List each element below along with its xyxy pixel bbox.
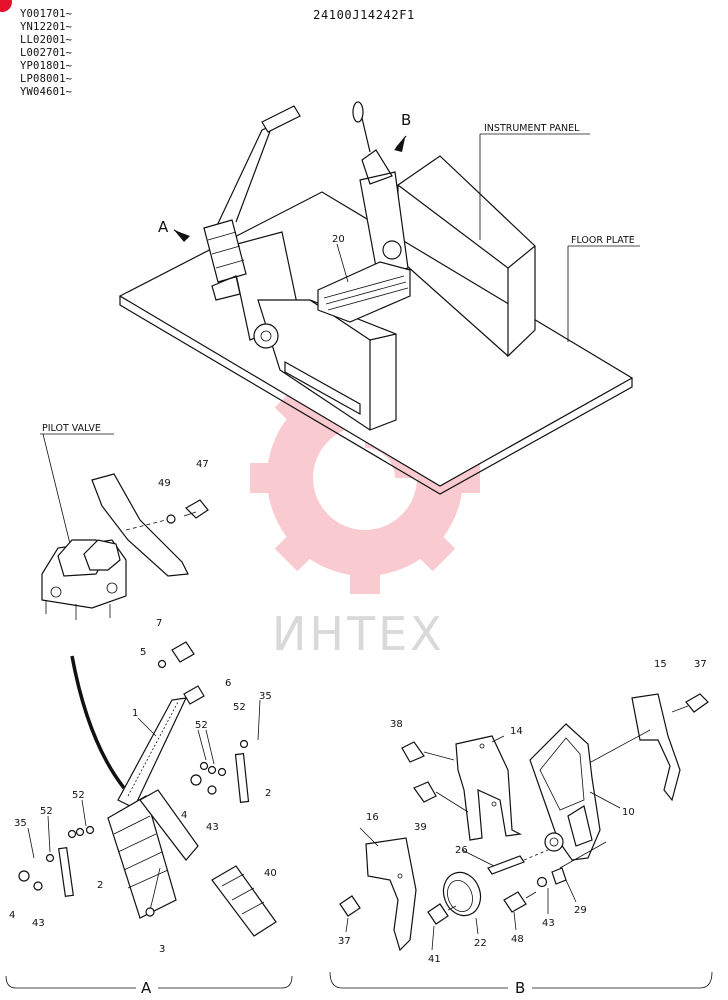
view-b-exploded [329,693,713,989]
serial-range: YW04601~ [20,86,73,98]
left-lever-arm [213,124,274,233]
arrow-a-icon [174,230,190,242]
pilot-valve-pedal [91,473,189,577]
serial-range: YN12201~ [20,21,73,33]
part-number-47: 47 [196,459,209,470]
part-number-40: 40 [264,868,277,879]
pedal-pad-40 [211,865,277,937]
bolt-47 [185,499,209,519]
part-number-43: 43 [206,822,219,833]
cap-7 [171,641,195,663]
bolt-48 [503,891,527,913]
nut-43 [536,876,548,888]
plate-14 [455,735,522,841]
left-pedal [203,219,247,283]
serial-range: YP01801~ [20,60,73,72]
part-number-29: 29 [574,905,587,916]
part-number-2: 2 [265,788,271,799]
bolt-37-bottom [339,895,361,917]
serial-range: L002701~ [20,47,73,59]
part-number-38: 38 [390,719,403,730]
part-number-10: 10 [622,807,635,818]
part-number-52: 52 [233,702,246,713]
serial-range: LL02001~ [20,34,73,46]
part-number-1: 1 [132,708,138,719]
part-number-48: 48 [511,934,524,945]
part-number-22: 22 [474,938,487,949]
bolt-41 [427,903,449,925]
document-code: 24100J14242F1 [313,8,415,22]
serial-range: LP08001~ [20,73,73,85]
bracket-16 [365,837,417,952]
nut-5 [157,659,167,669]
left-lever-grip [261,105,301,133]
pedal-assembly [107,795,177,919]
left-base-slot [284,360,361,416]
part-number-26: 26 [455,845,468,856]
pilot-valve-label: PILOT VALVE [42,423,101,434]
corner-badge [0,0,12,12]
arrow-b-icon [394,138,405,152]
part-number-37: 37 [694,659,707,670]
nut-4-right [190,774,202,786]
part-number-43: 43 [542,918,555,929]
part-number-39: 39 [414,822,427,833]
bolt-37-top [685,693,709,713]
part-number-3: 3 [159,944,165,955]
part-number-43: 43 [32,918,45,929]
spring-left [58,846,74,898]
bolt-38 [401,741,425,763]
lever-arm [117,697,188,809]
pin-26 [487,855,525,875]
part-number-16: 16 [366,812,379,823]
arrow-a-label: A [158,218,169,236]
lever-sweep-arc [70,655,126,790]
pilot-valve-detail [40,433,209,620]
part-number-49: 49 [158,478,171,489]
left-pivot [253,323,279,349]
linkage-bar [317,261,411,323]
part-number-5: 5 [140,647,146,658]
nut-4-left [18,870,30,882]
serial-range-list: Y001701~ YN12201~ LL02001~ L002701~ YP01… [20,8,72,99]
part-number-4: 4 [9,910,15,921]
part-number-2: 2 [97,880,103,891]
right-lever-knob [352,101,364,123]
view-a-caption: A [141,979,152,997]
view-b-caption: B [515,979,525,997]
washer-49 [166,514,176,524]
part-number-35: 35 [14,818,27,829]
part-number-20: 20 [332,234,345,245]
arrow-b-label: B [401,111,411,129]
view-a-exploded [5,641,293,989]
part-number-4: 4 [181,810,187,821]
right-lever-boot [361,149,393,185]
spring-right [234,753,250,803]
floor-plate-label: FLOOR PLATE [571,235,635,246]
overview-assembly [118,101,640,495]
floor-plate-edge [119,296,633,495]
bracket-15 [631,693,681,802]
part-number-7: 7 [156,618,162,629]
instrument-panel-label: INSTRUMENT PANEL [484,123,580,134]
part-number-52: 52 [72,790,85,801]
part-number-41: 41 [428,954,441,965]
serial-range: Y001701~ [20,8,73,20]
part-number-14: 14 [510,726,523,737]
bolt-3 [145,907,155,917]
bolt-39 [413,781,437,803]
part-number-37: 37 [338,936,351,947]
watermark-text: ИНТЕХ [272,607,445,661]
washer-29 [551,867,567,885]
part-number-35: 35 [259,691,272,702]
part-number-15: 15 [654,659,667,670]
part-number-6: 6 [225,678,231,689]
part-number-52: 52 [40,806,53,817]
part-number-52: 52 [195,720,208,731]
